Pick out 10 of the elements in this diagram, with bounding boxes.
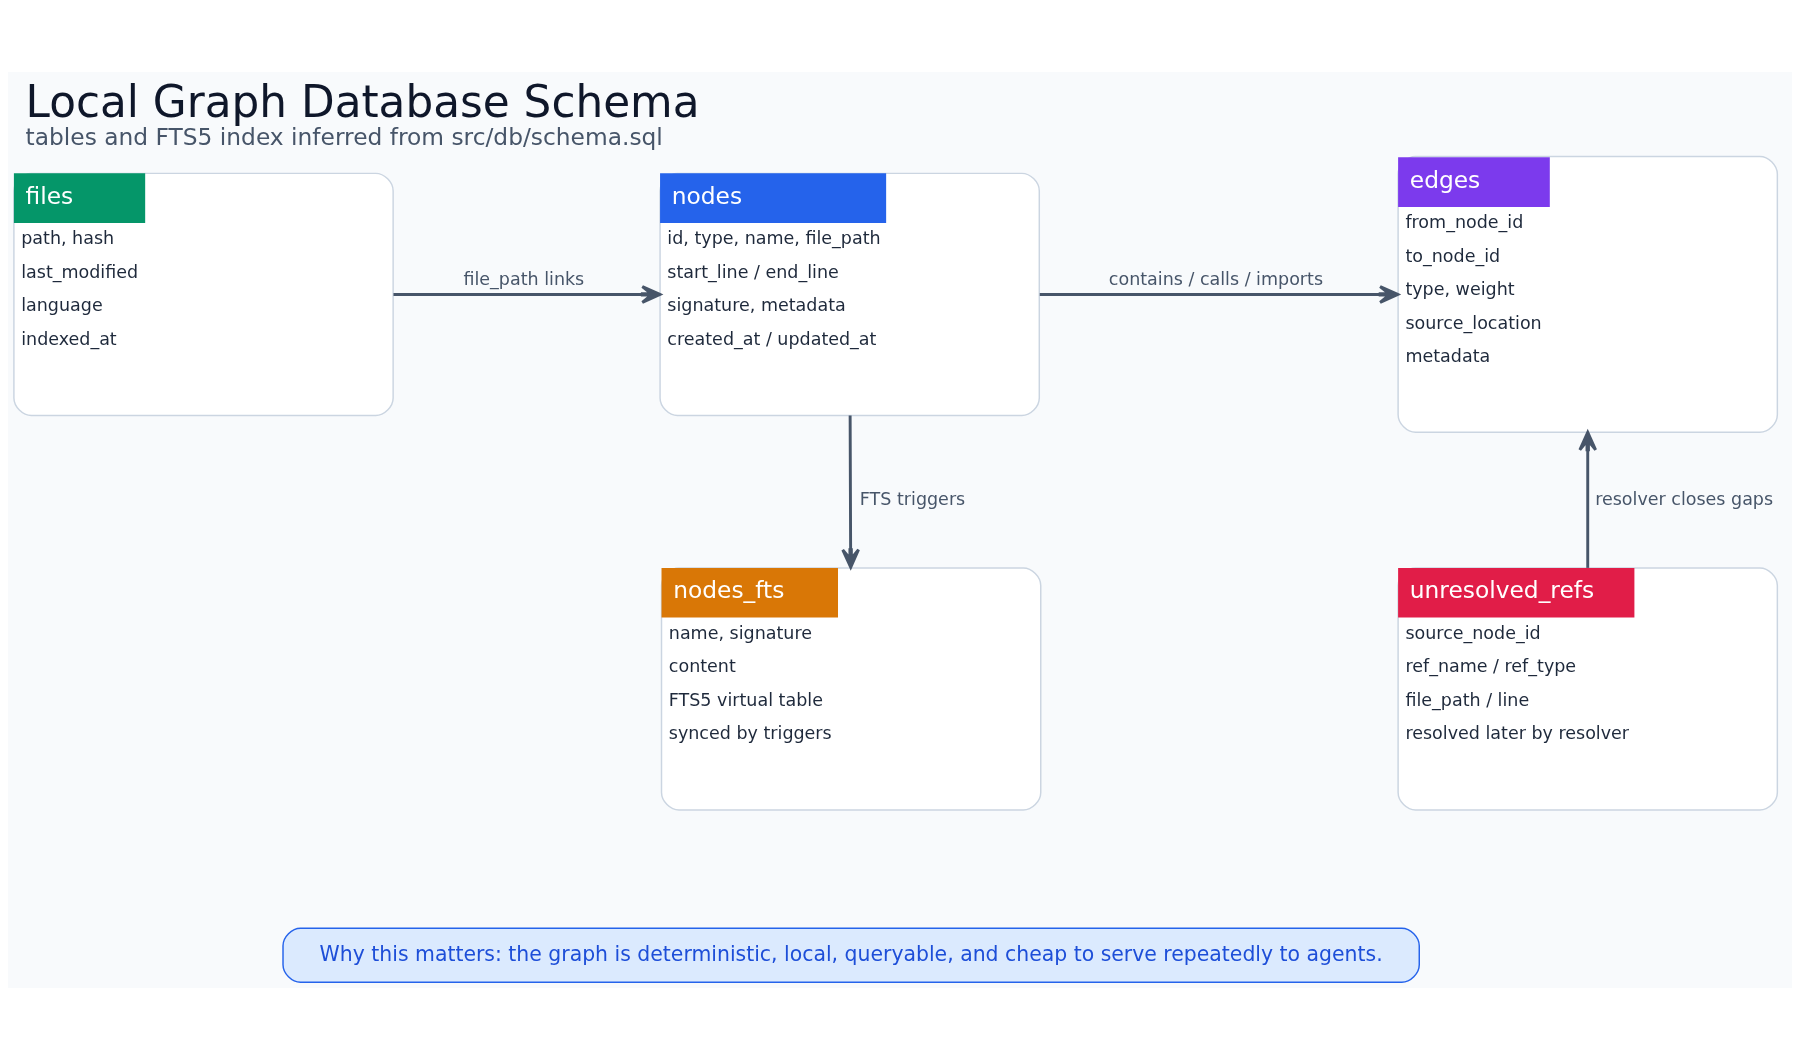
node-box: Why this matters: the graph is deterministic, local, queryable, and cheap to serve repeatedly to agents. xyxy=(282,927,1420,983)
arrow xyxy=(393,285,662,304)
edge-label: resolver closes gaps xyxy=(1595,488,1774,509)
arrow xyxy=(841,415,860,569)
arrow xyxy=(1578,430,1598,568)
arrow xyxy=(1039,285,1400,304)
edge-label: FTS triggers xyxy=(859,488,966,509)
edge-label: contains / calls / imports xyxy=(1108,269,1324,290)
diagram-title: Local Graph Database Schema xyxy=(25,76,700,128)
edge-label: file_path links xyxy=(463,269,585,290)
